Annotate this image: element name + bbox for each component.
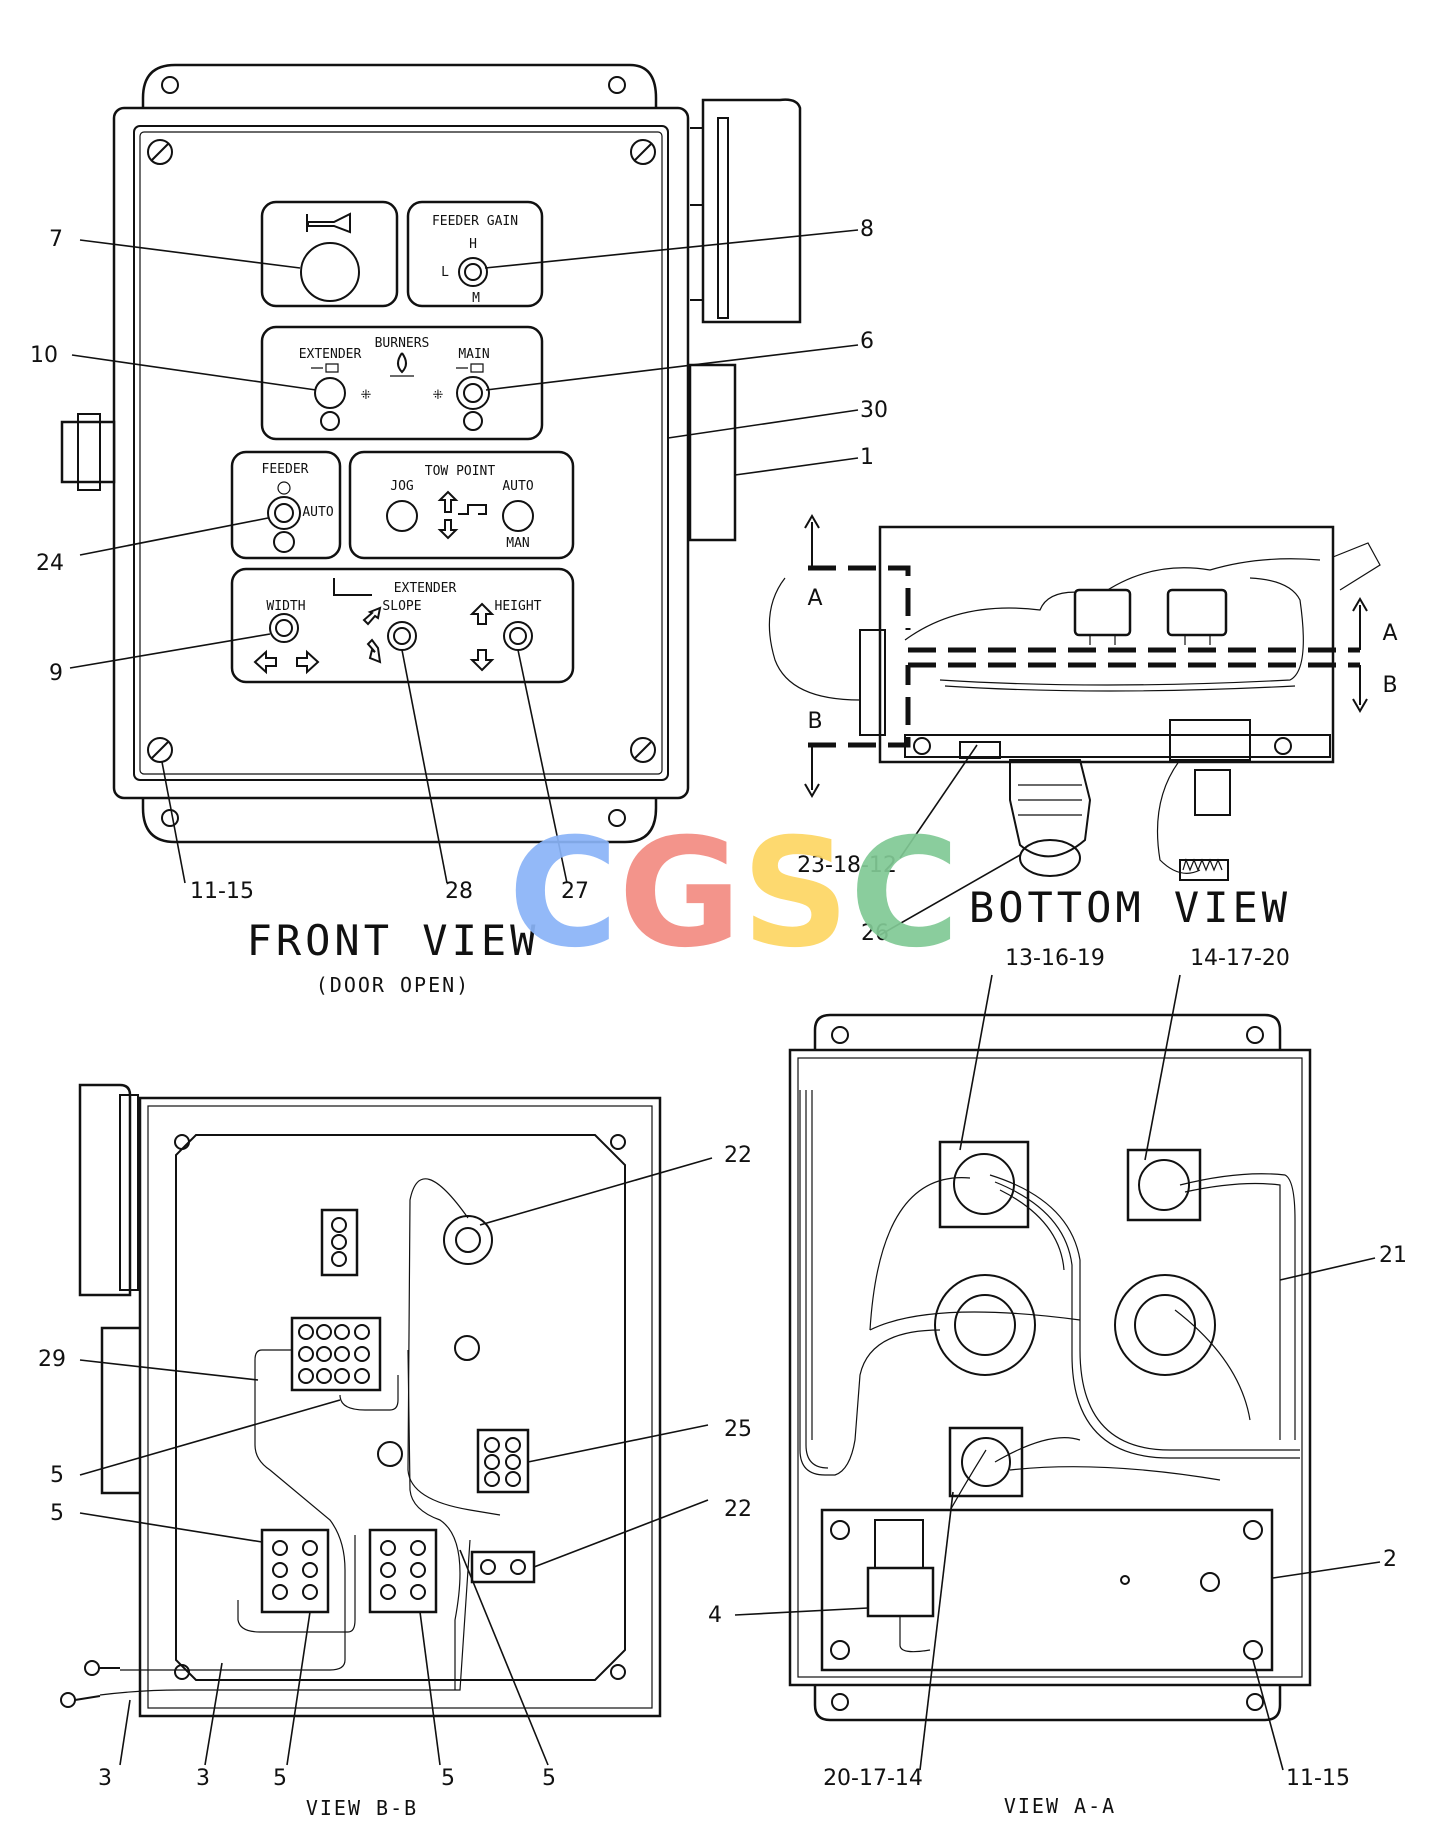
section-a-left: A	[807, 586, 822, 611]
feeder-switch	[267, 496, 301, 530]
section-a-right: A	[1382, 621, 1397, 646]
callout-22-top: 22	[724, 1143, 752, 1168]
screw-icon	[147, 139, 656, 763]
width-label: WIDTH	[266, 599, 305, 614]
view-a-a: 13-16-19 14-17-20 21 2 4 20-17-14 11-15 …	[708, 946, 1407, 1818]
callout-30: 30	[860, 398, 888, 423]
jog-button	[386, 500, 418, 532]
callout-24: 24	[36, 551, 64, 576]
feeder-auto-label: AUTO	[302, 505, 333, 520]
callout-28: 28	[445, 879, 473, 904]
callout-3-a: 3	[98, 1766, 112, 1791]
extender-small-label: EXTENDER	[299, 347, 362, 362]
main-label: MAIN	[458, 347, 489, 362]
callout-1: 1	[860, 445, 874, 470]
callout-4: 4	[708, 1603, 722, 1628]
front-view-subtitle: (DOOR OPEN)	[316, 973, 470, 997]
h-label: H	[469, 237, 477, 252]
front-view: FEEDER GAIN H L M BURNERS EXTENDER MAIN …	[30, 63, 888, 997]
watermark-letter: S	[742, 807, 850, 981]
callout-11-15-aa: 11-15	[1286, 1766, 1350, 1791]
bottom-view-title: BOTTOM VIEW	[969, 883, 1291, 932]
tow-auto-label: AUTO	[502, 479, 533, 494]
callout-9: 9	[49, 661, 63, 686]
callout-5-d: 5	[441, 1766, 455, 1791]
callout-6: 6	[860, 329, 874, 354]
watermark-letter: G	[618, 807, 741, 981]
callout-2: 2	[1383, 1547, 1397, 1572]
tow-point-symbol-icon	[437, 490, 487, 540]
callout-20-17-14: 20-17-14	[823, 1766, 923, 1791]
callout-22-bottom: 22	[724, 1497, 752, 1522]
width-arrows-icon	[253, 649, 320, 675]
callout-3-b: 3	[196, 1766, 210, 1791]
man-label: MAN	[506, 536, 529, 551]
section-b-right: B	[1382, 673, 1397, 698]
auto-button	[502, 500, 534, 532]
callout-5-b: 5	[50, 1501, 64, 1526]
slope-label: SLOPE	[382, 599, 421, 614]
callout-5-c: 5	[273, 1766, 287, 1791]
m-label: M	[472, 291, 480, 306]
slope-arrows-icon	[362, 606, 382, 664]
view-b-b: 22 29 5 25 5 22 3 3 5 5 5 VIEW B-B	[38, 1083, 752, 1820]
callout-25: 25	[724, 1417, 752, 1442]
watermark-letter: C	[850, 807, 960, 981]
burners-label: BURNERS	[375, 336, 430, 351]
height-label: HEIGHT	[495, 599, 542, 614]
view-b-b-title: VIEW B-B	[306, 1796, 418, 1820]
horn-button	[300, 242, 360, 302]
height-arrows-icon	[469, 602, 495, 672]
callout-14-17-20: 14-17-20	[1190, 946, 1290, 971]
callout-26: 26	[861, 921, 889, 946]
watermark-text: CGSC	[508, 807, 959, 981]
feeder-label: FEEDER	[262, 462, 309, 477]
extender-label: EXTENDER	[394, 581, 457, 596]
watermark-logo: CGSC	[508, 807, 959, 981]
width-switch	[269, 613, 299, 643]
tow-point-label: TOW POINT	[425, 464, 496, 479]
callout-10: 10	[30, 343, 58, 368]
view-a-a-title: VIEW A-A	[1004, 1794, 1116, 1818]
flame-icon	[390, 352, 414, 377]
callout-8: 8	[860, 217, 874, 242]
callout-13-16-19: 13-16-19	[1005, 946, 1105, 971]
callout-11-15-front: 11-15	[190, 879, 254, 904]
callout-7: 7	[49, 227, 63, 252]
feeder-gain-label: FEEDER GAIN	[432, 214, 518, 229]
main-burner-switch	[456, 376, 490, 410]
section-b-left: B	[807, 709, 822, 734]
bottom-view: A B A B 23-18-12 26 BOTTOM VIEW	[768, 514, 1398, 946]
fan-icon: ⁜	[361, 388, 372, 403]
front-view-title: FRONT VIEW	[247, 916, 540, 965]
jog-label: JOG	[390, 479, 414, 494]
terminal-screws-icon	[298, 1324, 370, 1384]
callout-5-e: 5	[542, 1766, 556, 1791]
callout-21: 21	[1379, 1243, 1407, 1268]
fan-icon: ⁜	[433, 388, 444, 403]
watermark-letter: C	[508, 807, 618, 981]
callout-29: 29	[38, 1347, 66, 1372]
ring-terminal-icon	[60, 1660, 120, 1708]
callout-27: 27	[561, 879, 589, 904]
extender-burner-light	[314, 377, 346, 409]
l-label: L	[441, 265, 449, 280]
callout-23-18-12: 23-18-12	[797, 853, 897, 878]
horn-icon	[306, 212, 351, 234]
callout-5-a: 5	[50, 1463, 64, 1488]
feeder-gain-switch	[458, 257, 488, 287]
